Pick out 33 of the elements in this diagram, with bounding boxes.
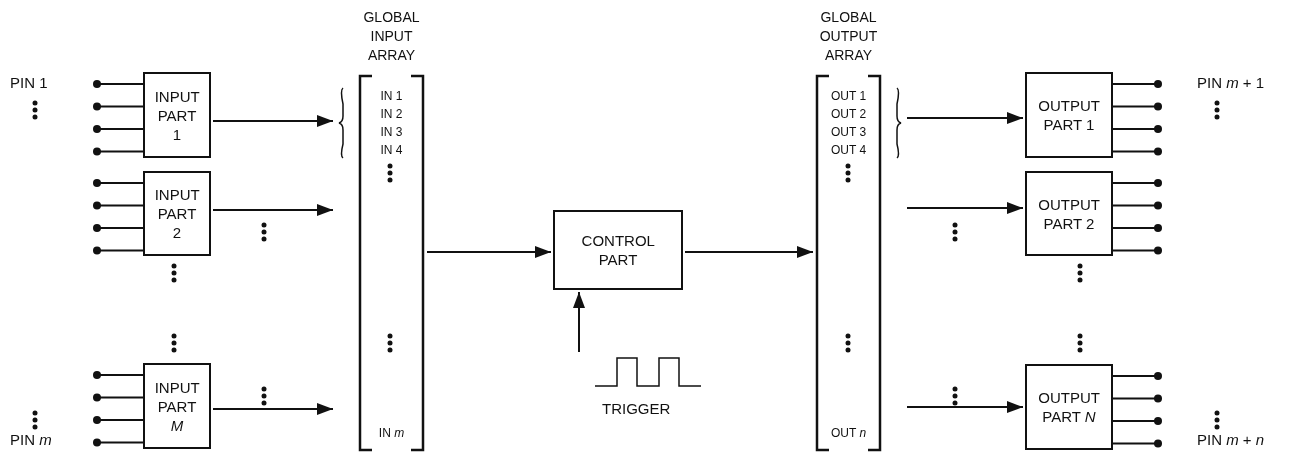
arrow	[573, 291, 585, 353]
array-entry: OUT 4	[829, 143, 868, 157]
arrow	[906, 401, 1024, 413]
part-box: INPUT PART M	[143, 363, 211, 449]
array-entry: IN m	[377, 426, 406, 440]
part-box: INPUT PART 1	[143, 72, 211, 158]
part-box: OUTPUT PART 2	[1025, 171, 1113, 256]
array-entry: OUT 1	[829, 89, 868, 103]
array-heading: GLOBAL OUTPUT ARRAY	[818, 8, 879, 65]
array-heading: GLOBAL INPUT ARRAY	[362, 8, 421, 65]
pin-label: PIN m + n	[1197, 431, 1265, 448]
trigger-label: TRIGGER	[602, 400, 671, 417]
arrow	[212, 403, 334, 415]
arrow	[426, 246, 552, 258]
part-box: OUTPUT PART 1	[1025, 72, 1113, 158]
arrow	[212, 204, 334, 216]
arrow	[906, 112, 1024, 124]
array-entry: OUT 2	[829, 107, 868, 121]
part-box: OUTPUT PART N	[1025, 364, 1113, 450]
array-entry: OUT 3	[829, 125, 868, 139]
pin-label: PIN m + 1	[1197, 74, 1265, 91]
array-entry: IN 2	[379, 107, 404, 121]
array-entry: OUT n	[829, 426, 868, 440]
arrow	[212, 115, 334, 127]
part-box: INPUT PART 2	[143, 171, 211, 256]
arrow	[906, 202, 1024, 214]
pin-label: PIN m	[10, 431, 52, 448]
pin-label: PIN 1	[10, 74, 48, 91]
array-entry: IN 1	[379, 89, 404, 103]
arrow	[684, 246, 814, 258]
array-entry: IN 3	[379, 125, 404, 139]
array-entry: IN 4	[379, 143, 404, 157]
control-box: CONTROL PART	[553, 210, 683, 290]
